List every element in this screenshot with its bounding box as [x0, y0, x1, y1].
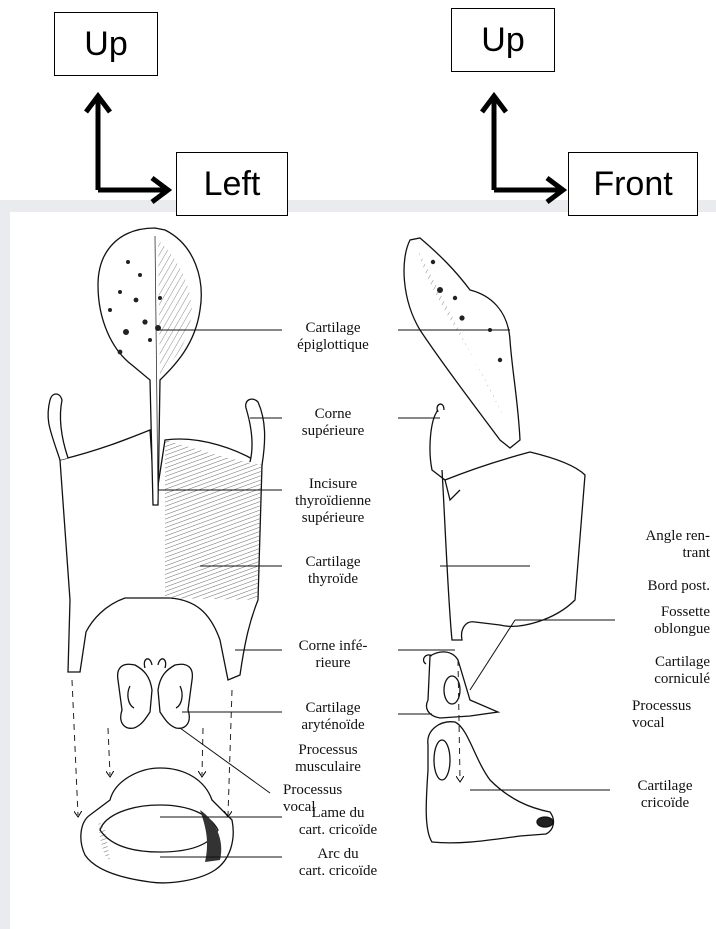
side-front-box: Front: [568, 152, 698, 216]
label-inferior-horn: Corne infé-rieure: [283, 638, 383, 672]
label-reentrant-angle: Angle ren-trant: [600, 528, 710, 562]
label-posterior-border: Bord post.: [600, 578, 710, 595]
side-up-box: Up: [451, 8, 555, 72]
orientation-arrows-side: [482, 96, 563, 202]
front-left-box: Left: [176, 152, 288, 216]
front-up-box: Up: [54, 12, 158, 76]
orientation-arrows-front: [86, 96, 168, 202]
